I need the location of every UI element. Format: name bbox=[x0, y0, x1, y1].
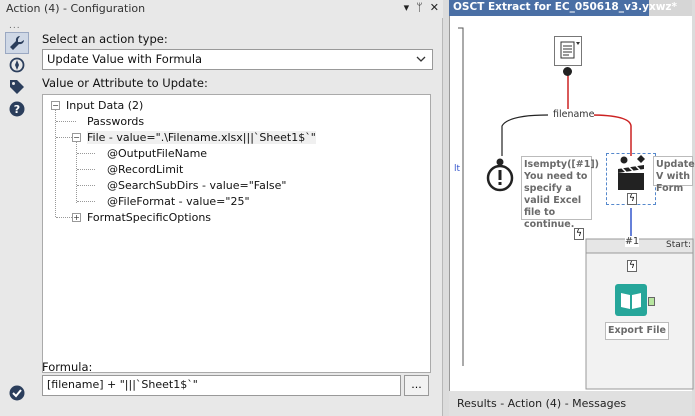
action-type-label: Select an action type: bbox=[42, 32, 168, 46]
pin-control[interactable]: ᛘ bbox=[416, 1, 423, 14]
side-marker: lt bbox=[454, 164, 461, 174]
configuration-panel: Action (4) - Configuration ▾ ᛘ ✕ ... ? S… bbox=[0, 0, 443, 416]
compass-icon[interactable] bbox=[8, 56, 26, 74]
config-toolbar: ... ? bbox=[0, 21, 34, 416]
clapperboard-icon bbox=[618, 155, 645, 190]
warning-note: Isempty([#1]) You need to specify a vali… bbox=[521, 156, 599, 230]
toolbar-dots: ... bbox=[9, 21, 21, 31]
connection-label-filename: filename bbox=[553, 109, 595, 120]
output-anchor[interactable] bbox=[563, 67, 572, 76]
workflow-canvas[interactable]: lt filename Isempty([#1]) You need to sp… bbox=[449, 16, 695, 391]
book-icon bbox=[621, 293, 641, 309]
document-icon bbox=[560, 41, 580, 59]
formula-browse-button[interactable]: ... bbox=[404, 375, 429, 396]
export-output-anchor[interactable] bbox=[648, 297, 655, 306]
value-tree: − Input Data (2) Passwords − File - valu… bbox=[42, 94, 431, 373]
dropdown-control[interactable]: ▾ bbox=[403, 1, 410, 14]
checkmark-icon bbox=[8, 384, 26, 402]
tree-node-file[interactable]: File - value=".\Filename.xlsx|||`Sheet1$… bbox=[87, 131, 316, 144]
panel-title-text: Action (4) - Configuration bbox=[6, 2, 146, 15]
collapse-toggle-file[interactable]: − bbox=[72, 133, 81, 142]
connection-label-1: #1 bbox=[625, 236, 640, 247]
expand-toggle-format[interactable]: + bbox=[72, 213, 81, 222]
tree-node-search-sub-dirs[interactable]: @SearchSubDirs - value="False" bbox=[107, 179, 287, 192]
export-tool[interactable] bbox=[615, 284, 647, 316]
tree-node-format-specific[interactable]: FormatSpecificOptions bbox=[87, 211, 212, 224]
collapse-toggle-root[interactable]: − bbox=[51, 101, 60, 110]
lightning-icon-2: ϟ bbox=[627, 193, 637, 205]
tree-node-output-file-name[interactable]: @OutputFileName bbox=[107, 147, 208, 160]
update-action-tool[interactable]: ϟ bbox=[606, 153, 656, 205]
workflow-tab[interactable]: OSCT Extract for EC_050618_v3.yxwz* bbox=[449, 0, 677, 16]
formula-input[interactable]: [filename] + "|||`Sheet1$`" bbox=[42, 375, 401, 396]
container-label: Start: bbox=[666, 240, 692, 250]
formula-label: Formula: bbox=[42, 360, 93, 374]
tree-node-passwords[interactable]: Passwords bbox=[87, 115, 145, 128]
tree-node-input-data[interactable]: Input Data (2) bbox=[66, 99, 144, 112]
warning-icon bbox=[486, 158, 514, 192]
input-tool[interactable] bbox=[554, 36, 582, 66]
svg-text:?: ? bbox=[14, 103, 20, 116]
wrench-icon[interactable] bbox=[5, 32, 29, 54]
value-update-label: Value or Attribute to Update: bbox=[42, 76, 208, 90]
action-form: Select an action type: Update Value with… bbox=[36, 24, 440, 416]
lightning-icon: ϟ bbox=[574, 228, 584, 240]
workflow-panel: OSCT Extract for EC_050618_v3.yxwz* lt f… bbox=[449, 0, 695, 416]
panel-controls: ▾ ᛘ ✕ bbox=[404, 1, 439, 14]
results-panel-title[interactable]: Results - Action (4) - Messages bbox=[449, 391, 692, 416]
export-label: Export File bbox=[605, 322, 669, 340]
action-type-select[interactable]: Update Value with Formula bbox=[42, 49, 433, 70]
tree-node-file-format[interactable]: @FileFormat - value="25" bbox=[107, 195, 250, 208]
update-tool-label: Update V with Form bbox=[653, 156, 695, 194]
workflow-wires bbox=[458, 27, 694, 390]
lightning-icon-3: ϟ bbox=[627, 260, 637, 272]
action-type-value: Update Value with Formula bbox=[47, 52, 203, 66]
chevron-down-icon bbox=[416, 53, 426, 67]
warning-tool[interactable] bbox=[486, 158, 514, 192]
help-icon[interactable]: ? bbox=[8, 100, 26, 118]
tree-node-record-limit[interactable]: @RecordLimit bbox=[107, 163, 184, 176]
panel-title: Action (4) - Configuration ▾ ᛘ ✕ bbox=[0, 0, 443, 18]
close-control[interactable]: ✕ bbox=[429, 1, 439, 14]
tag-icon[interactable] bbox=[8, 78, 26, 96]
